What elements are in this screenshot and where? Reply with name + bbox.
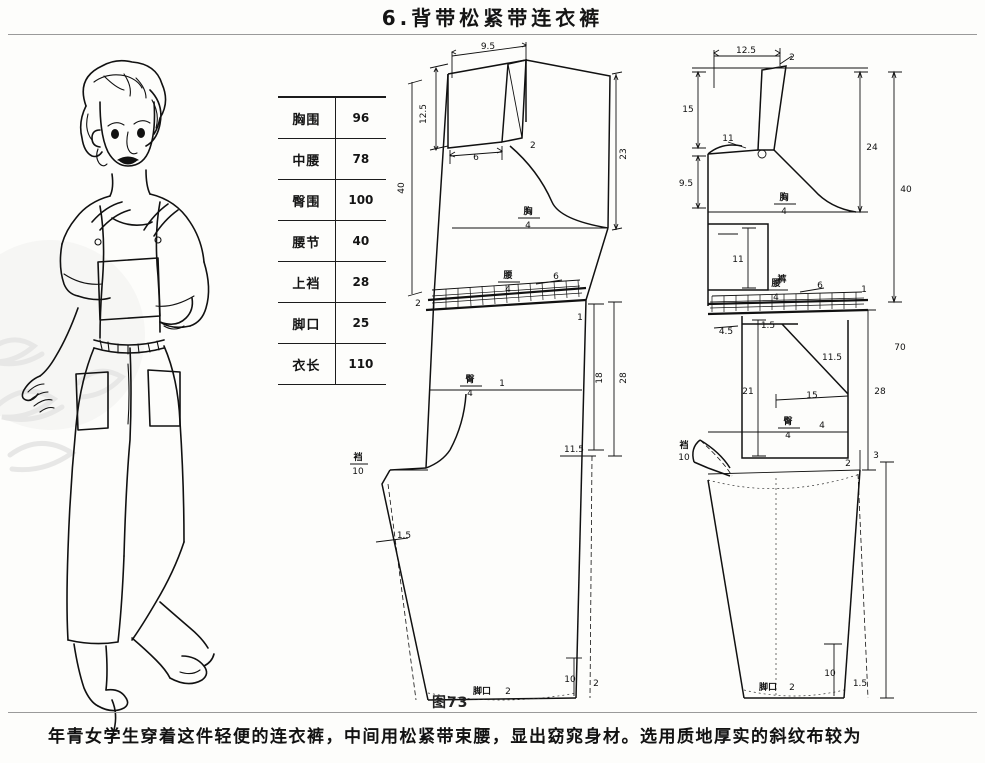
dim-label: 21 bbox=[742, 387, 753, 397]
measure-label: 上裆 bbox=[278, 261, 336, 303]
measure-value: 25 bbox=[335, 302, 386, 344]
dim-label: 15 bbox=[806, 391, 817, 401]
dim-label: 12.5 bbox=[419, 104, 429, 124]
table-row: 中腰 78 bbox=[278, 138, 386, 180]
front-pattern-draft: 12.5 9.5 2 23 6 胸 4 40 bbox=[350, 42, 629, 701]
dim-label: 11 bbox=[722, 134, 733, 144]
body-paragraph: 年青女学生穿着这件轻便的连衣裤，中间用松紧带束腰，显出窈窕身材。选用质地厚实的斜… bbox=[48, 727, 862, 747]
bottom-divider bbox=[8, 712, 977, 713]
table-row: 腰节 40 bbox=[278, 220, 386, 262]
pattern-sub-label: 2 bbox=[789, 683, 795, 693]
pattern-label: 胸 bbox=[779, 191, 788, 203]
figure-caption: 图73 bbox=[432, 695, 469, 711]
pattern-label: 臀 bbox=[465, 374, 474, 385]
dim-label: 40 bbox=[900, 185, 912, 195]
measure-label: 腰节 bbox=[278, 220, 336, 262]
pattern-label: 腰 bbox=[502, 270, 512, 281]
dim-label: 2 bbox=[845, 459, 851, 469]
measure-value: 78 bbox=[335, 138, 386, 180]
pattern-sub-label: 2 bbox=[505, 687, 511, 697]
page-title: 6.背带松紧带连衣裤 bbox=[381, 6, 604, 30]
pattern-label: 脚口 bbox=[473, 685, 491, 697]
top-divider bbox=[8, 34, 977, 35]
dim-label: 11.5 bbox=[822, 353, 842, 363]
dim-label: 24 bbox=[866, 143, 878, 153]
dim-label: 1.5 bbox=[853, 679, 867, 689]
dim-label: 6 bbox=[553, 272, 559, 282]
dim-label: 40 bbox=[397, 182, 407, 194]
dim-label: 2 bbox=[789, 53, 795, 63]
dim-label: 1 bbox=[577, 313, 583, 323]
dim-label: 12.5 bbox=[736, 46, 756, 56]
pattern-label: 裤 bbox=[776, 273, 786, 285]
dim-label: 70 bbox=[894, 343, 906, 353]
measure-value: 40 bbox=[335, 220, 386, 262]
dim-label: 1 bbox=[861, 285, 867, 295]
pattern-sub-label: 4 bbox=[785, 431, 791, 441]
dim-label: 2 bbox=[593, 679, 599, 689]
dim-label: 10 bbox=[564, 675, 576, 685]
dim-label: 9.5 bbox=[481, 42, 495, 52]
dim-label: 1.5 bbox=[397, 531, 411, 541]
dim-label: 9.5 bbox=[679, 179, 693, 189]
pattern-sub-label: 10 bbox=[678, 453, 690, 463]
back-pattern-draft: 12.5 2 15 9.5 11 24 40 bbox=[678, 46, 912, 699]
table-row: 胸围 96 bbox=[278, 98, 386, 139]
pattern-sub-label: 4 bbox=[773, 293, 779, 303]
table-row: 衣长 110 bbox=[278, 343, 386, 385]
dim-label: 11.5 bbox=[564, 445, 584, 455]
measure-value: 28 bbox=[335, 261, 386, 303]
dim-label: 23 bbox=[619, 148, 629, 159]
pattern-label: 裆 bbox=[353, 451, 362, 463]
dim-label: 1.5 bbox=[761, 321, 775, 331]
measure-label: 中腰 bbox=[278, 138, 336, 180]
dim-label: 6 bbox=[473, 153, 479, 163]
dim-label: 10 bbox=[824, 669, 836, 679]
pattern-sub-label: 4 bbox=[781, 207, 787, 217]
dim-label: 4 bbox=[819, 421, 825, 431]
table-row: 臀围 100 bbox=[278, 179, 386, 221]
measure-label: 脚口 bbox=[278, 302, 336, 344]
measure-label: 臀围 bbox=[278, 179, 336, 221]
pattern-sub-label: 10 bbox=[352, 467, 364, 477]
pattern-sub-label: 4 bbox=[505, 285, 511, 295]
measurement-table: 胸围 96 中腰 78 臀围 100 腰节 40 上裆 28 脚口 25 bbox=[278, 98, 386, 385]
measure-value: 100 bbox=[335, 179, 386, 221]
pattern-label: 胸 bbox=[523, 205, 532, 217]
fashion-illustration bbox=[21, 59, 215, 740]
dim-label: 28 bbox=[619, 372, 629, 384]
table-row: 上裆 28 bbox=[278, 261, 386, 303]
dim-label: 2 bbox=[415, 299, 421, 309]
dim-label: 11 bbox=[732, 255, 743, 265]
table-row: 脚口 25 bbox=[278, 302, 386, 344]
dim-label: 28 bbox=[874, 387, 886, 397]
dim-label: 2 bbox=[530, 141, 536, 151]
dim-label: 6 bbox=[817, 281, 823, 291]
measure-label: 胸围 bbox=[278, 98, 336, 139]
dim-label: 1 bbox=[499, 379, 505, 389]
measure-value: 110 bbox=[335, 343, 386, 385]
pattern-label: 臀 bbox=[783, 416, 792, 427]
pattern-label: 裆 bbox=[679, 439, 688, 451]
pattern-label: 脚口 bbox=[759, 681, 777, 693]
dim-label: 3 bbox=[873, 451, 879, 461]
pattern-sub-label: 4 bbox=[467, 389, 473, 399]
pattern-sub-label: 4 bbox=[525, 221, 531, 231]
dim-label: 18 bbox=[595, 372, 605, 384]
dim-label: 15 bbox=[682, 105, 693, 115]
measure-label: 衣长 bbox=[278, 343, 336, 385]
dim-label: 4.5 bbox=[719, 327, 733, 337]
pattern-label: 腰 bbox=[770, 278, 780, 289]
table-top-rule bbox=[278, 96, 386, 98]
measure-value: 96 bbox=[335, 98, 386, 139]
